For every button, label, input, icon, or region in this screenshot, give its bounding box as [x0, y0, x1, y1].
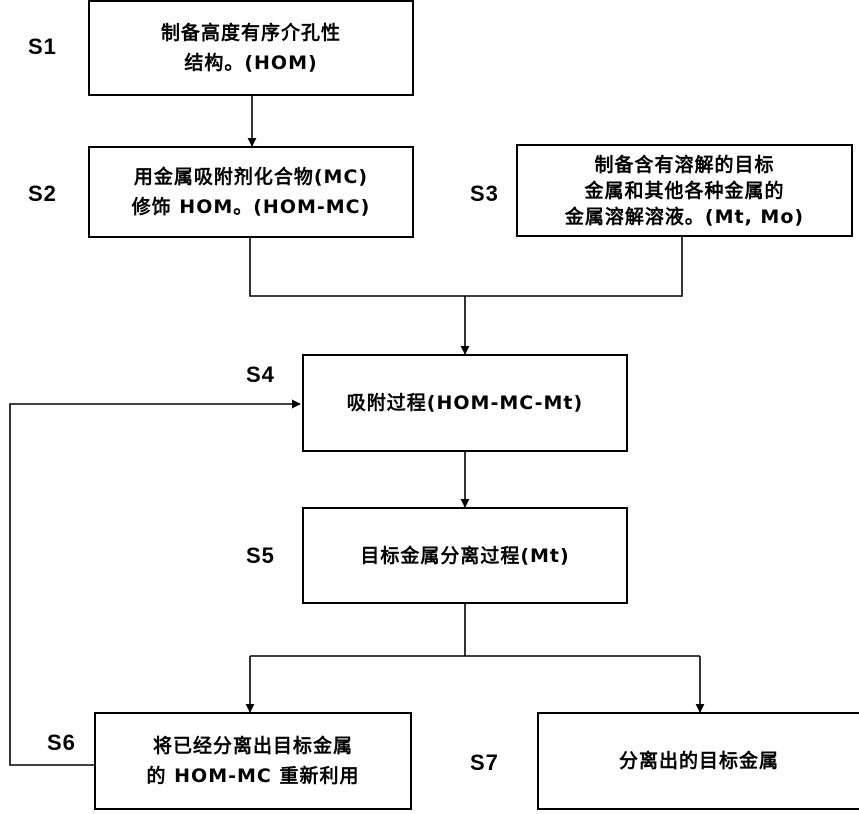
step-label-s3: S3 [470, 181, 499, 206]
step-label-s7: S7 [470, 750, 499, 775]
box-s3-prepare-solution: 制备含有溶解的目标 金属和其他各种金属的 金属溶解溶液。(Mt, Mo) [516, 144, 853, 237]
step-label-s4: S4 [246, 362, 275, 387]
box-s1-prepare-hom: 制备高度有序介孔性 结构。(HOM) [88, 0, 414, 96]
box-s3-line-3: 金属溶解溶液。(Mt, Mo) [564, 205, 805, 228]
arrow-s6-loop-s4 [9, 399, 301, 766]
step-label-s2: S2 [28, 181, 57, 206]
box-s1-line-2: 结构。(HOM) [184, 52, 318, 74]
box-s1-line-1: 制备高度有序介孔性 [160, 22, 341, 44]
box-s7-line-1: 分离出的目标金属 [618, 750, 779, 772]
box-s2-modify-hom: 用金属吸附剂化合物(MC) 修饰 HOM。(HOM-MC) [88, 146, 414, 238]
box-s7-separated-metal: 分离出的目标金属 [537, 712, 859, 810]
box-s3-line-2: 金属和其他各种金属的 [584, 179, 785, 202]
box-s6-reuse: 将已经分离出目标金属 的 HOM-MC 重新利用 [94, 712, 412, 810]
box-s5-separation: 目标金属分离过程(Mt) [302, 507, 628, 604]
box-s6-line-2: 的 HOM-MC 重新利用 [146, 765, 360, 787]
box-s6-line-1: 将已经分离出目标金属 [152, 735, 353, 757]
box-s2-line-1: 用金属吸附剂化合物(MC) [133, 166, 369, 188]
box-s5-line-1: 目标金属分离过程(Mt) [360, 544, 570, 567]
box-s4-adsorption: 吸附过程(HOM-MC-Mt) [302, 354, 628, 452]
step-label-s6: S6 [47, 730, 76, 755]
box-s3-line-1: 制备含有溶解的目标 [594, 153, 775, 176]
line-s2-merge [249, 237, 683, 297]
box-s2-line-2: 修饰 HOM。(HOM-MC) [131, 196, 371, 218]
step-label-s1: S1 [28, 34, 57, 59]
step-label-s5: S5 [246, 543, 275, 568]
box-s4-line-1: 吸附过程(HOM-MC-Mt) [346, 392, 584, 414]
